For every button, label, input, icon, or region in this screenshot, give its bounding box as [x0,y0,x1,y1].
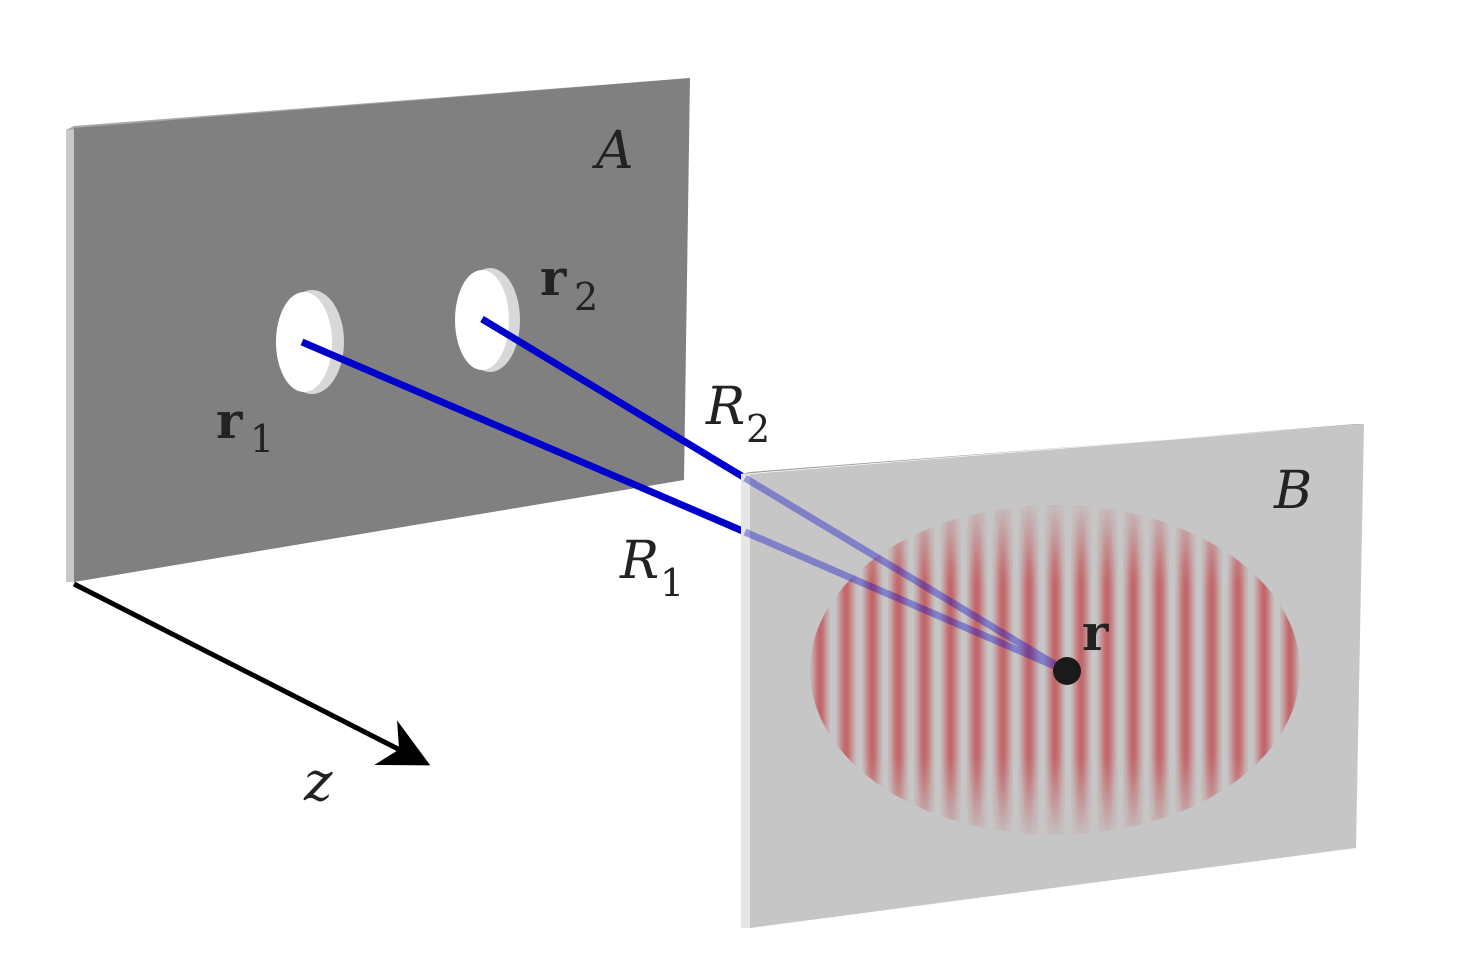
label-R2: R 2 [705,377,770,451]
fringe-band [1285,505,1295,835]
screen-b: B [741,424,1364,928]
observation-point-label: r [1082,603,1109,662]
observation-point [1053,657,1081,685]
label-r2-subscript: 2 [574,275,598,319]
label-R1: R 1 [619,531,684,605]
fringe-band [1023,505,1034,835]
screen-a-face [74,78,690,582]
fringe-band [997,505,1008,835]
rays-front [300,316,747,536]
label-R1-symbol: R [619,531,659,591]
label-r2: r 2 [540,248,598,319]
z-axis-label: z [303,750,333,813]
fringe-band [867,505,878,835]
screen-b-label: B [1273,461,1312,521]
fringe-band [945,505,956,835]
fringe-band [1258,505,1269,835]
screen-a-edge [66,126,74,582]
ray-r2-faded [743,475,1068,674]
fringe-band [1206,505,1217,835]
label-r1-subscript: 1 [250,417,274,461]
label-r2-symbol: r [540,248,567,307]
fringe-band [815,505,825,835]
fringe-band [841,505,852,835]
screen-b-edge [741,472,750,928]
label-r1-symbol: r [216,391,243,450]
label-R2-symbol: R [705,377,745,437]
z-axis-arrow [72,581,431,766]
fringe-band [1076,505,1087,835]
fringe-band [1232,505,1243,835]
fringe-band [919,505,930,835]
ray-r1-faded [743,528,1068,675]
fringe-band [1180,505,1191,835]
fringe-band [1154,505,1165,835]
fringe-band [1102,505,1113,835]
ray-r1 [300,338,747,536]
label-R1-subscript: 1 [660,561,684,605]
z-axis: z [72,581,431,813]
label-R2-subscript: 2 [746,407,770,451]
fringe-band [1128,505,1139,835]
rays-faded [743,475,1068,675]
label-r1: r 1 [216,391,274,461]
ray-r2 [480,316,747,481]
fringe-band [971,505,982,835]
fringe-band [893,505,904,835]
screen-a: A [66,78,690,582]
screen-a-label: A [592,121,634,181]
